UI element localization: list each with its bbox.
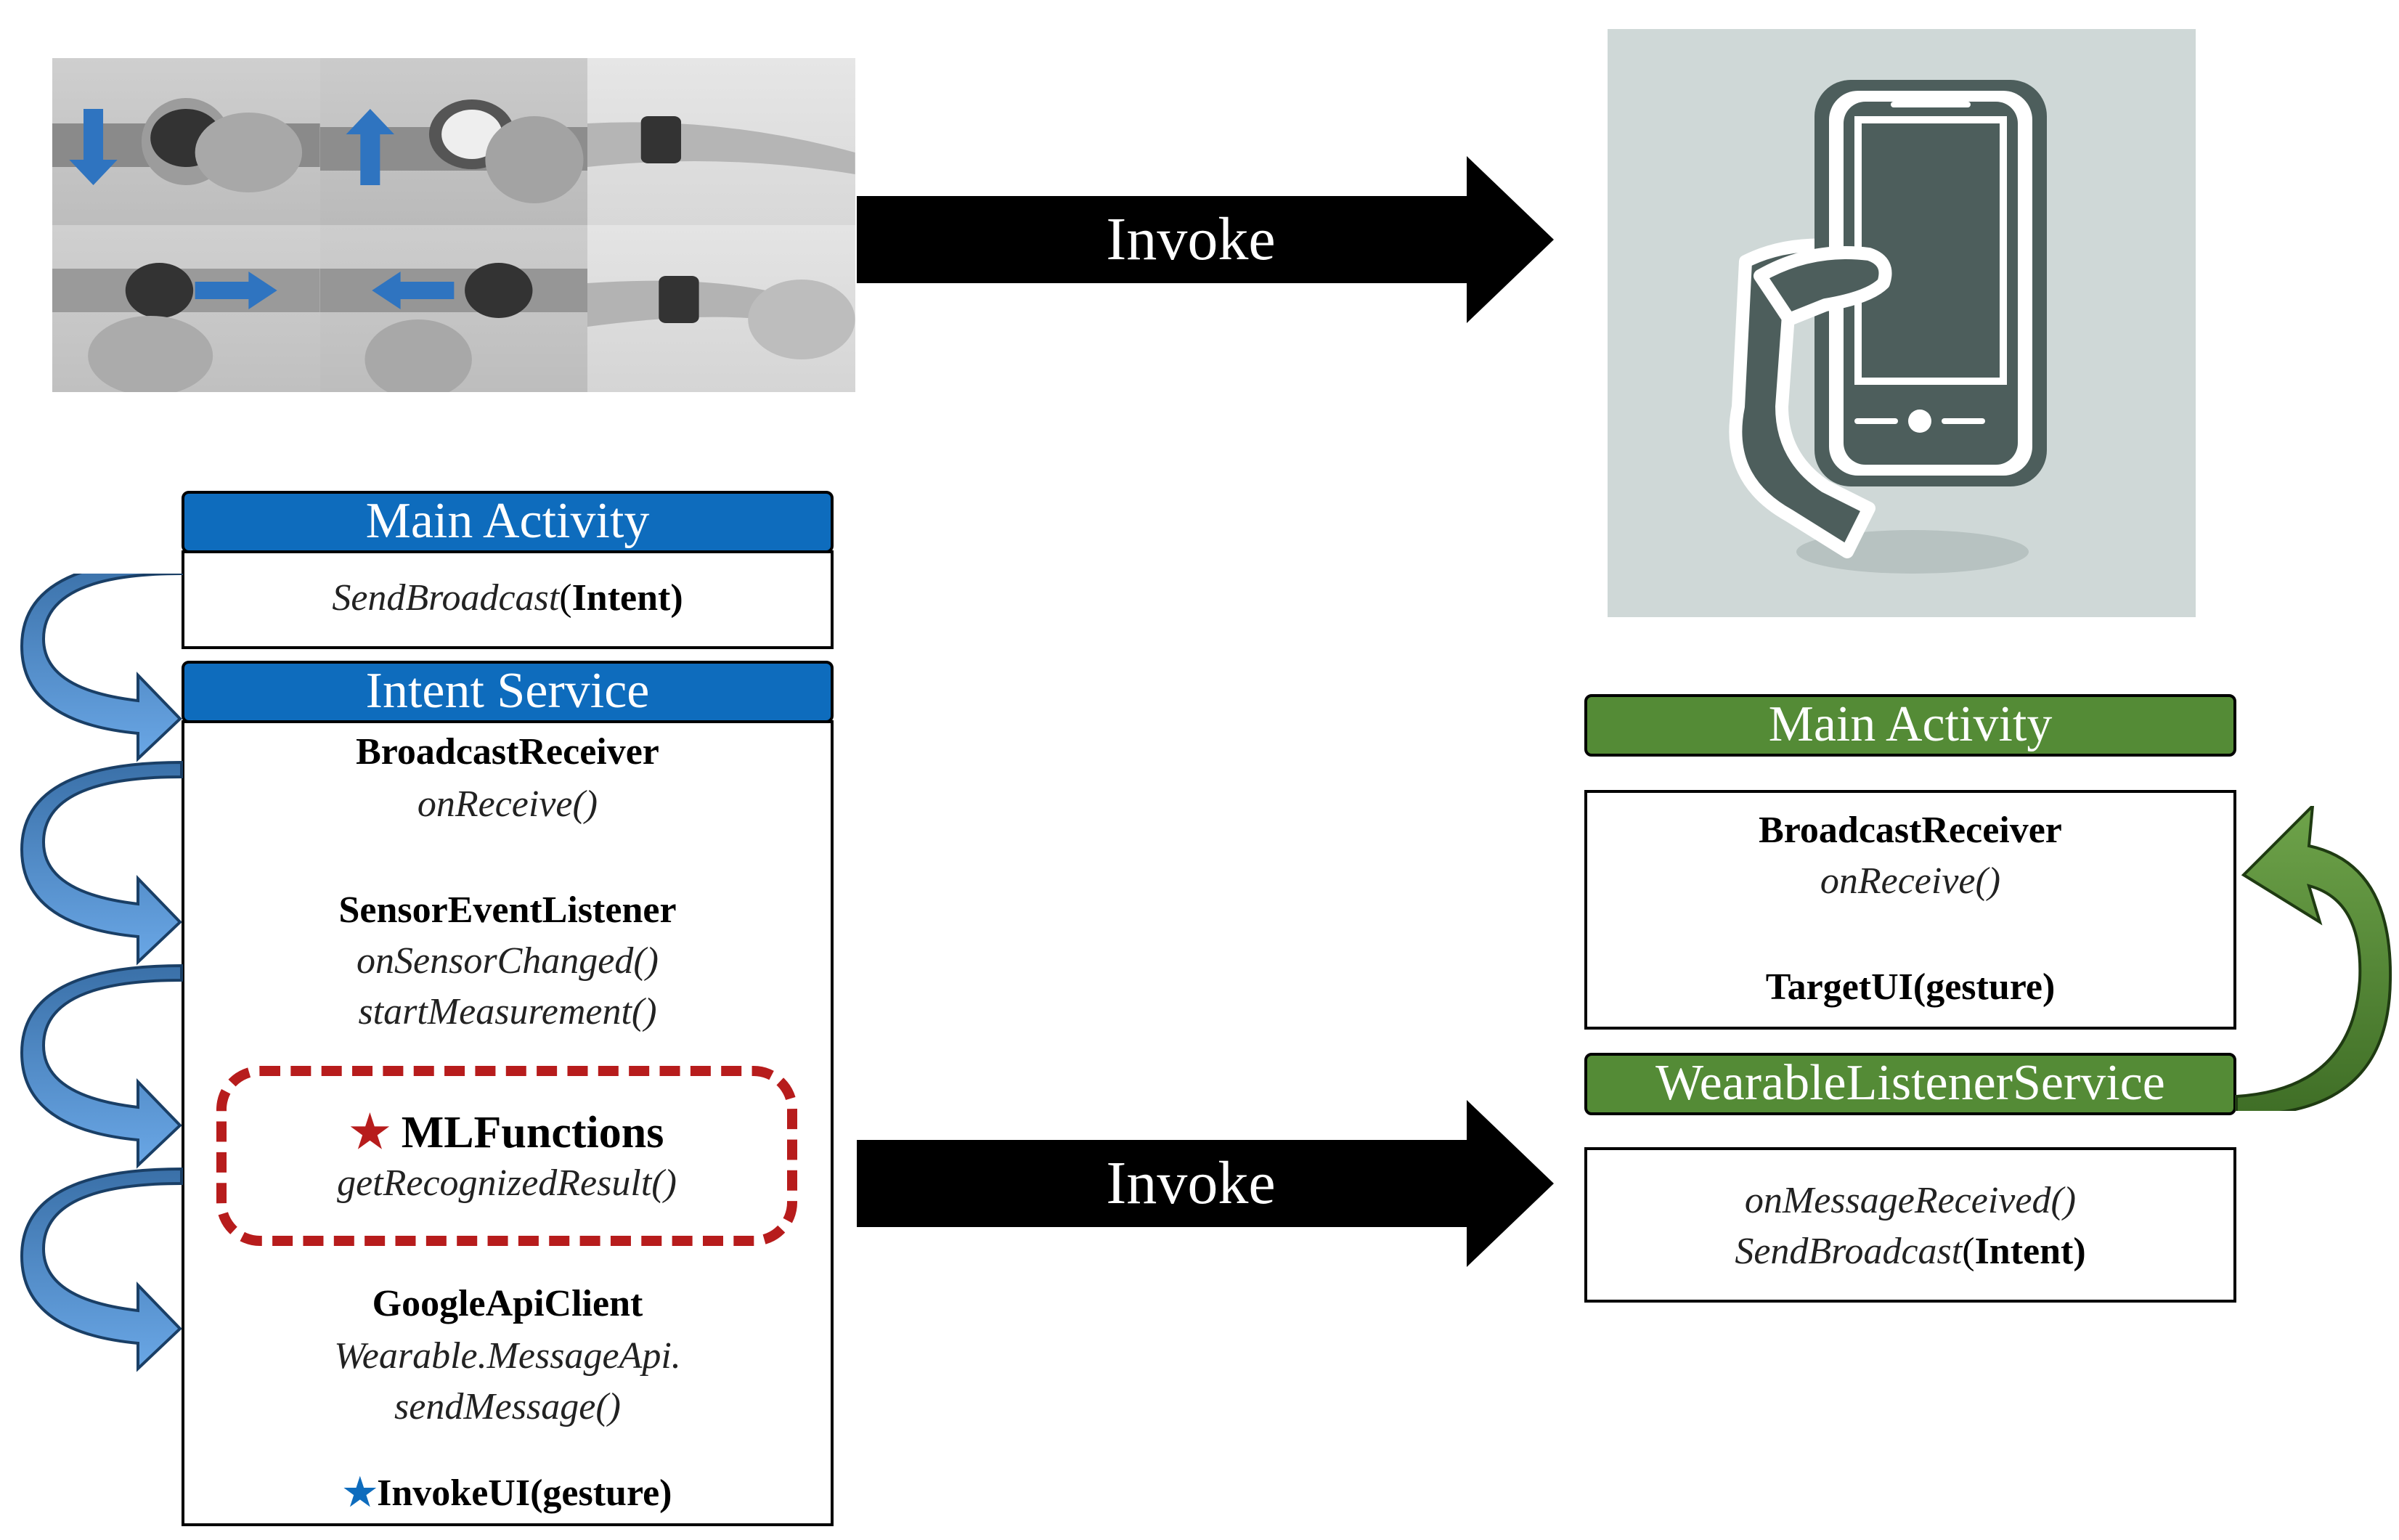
invoke-label-bottom: Invoke [1106, 1149, 1276, 1217]
curved-arrow-2 [20, 760, 183, 966]
phone-broadcast-receiver-label: BroadcastReceiver [1759, 810, 2062, 851]
gesture-wrist-flat [587, 58, 855, 225]
on-receive-label: onReceive() [417, 783, 598, 825]
curved-arrow-1 [20, 574, 183, 762]
gesture-swipe-right [52, 225, 320, 392]
broadcast-receiver-label: BroadcastReceiver [356, 731, 659, 773]
phone-send-broadcast: SendBroadcast(Intent) [1735, 1231, 2086, 1272]
on-sensor-changed-label: onSensorChanged() [357, 940, 659, 982]
watch-main-activity-header: Main Activity [182, 491, 834, 553]
listener-service-header: WearableListenerService [1584, 1053, 2236, 1115]
sensor-listener-label: SensorEventListener [338, 889, 677, 931]
watch-main-activity-title: Main Activity [365, 493, 650, 549]
invoke-ui-label: ★InvokeUI(gesture) [343, 1472, 672, 1514]
invoke-arrow-bottom [857, 1100, 1554, 1267]
on-message-received-label: onMessageReceived() [1744, 1180, 2077, 1221]
phone-flow-arrow [2235, 806, 2392, 1111]
phone-main-activity-header: Main Activity [1584, 694, 2236, 757]
gesture-photos [52, 58, 855, 392]
blue-star-icon: ★ [343, 1472, 378, 1514]
intent-service-title: Intent Service [365, 663, 650, 719]
phone-main-activity-title: Main Activity [1768, 696, 2053, 752]
gesture-swipe-down [52, 58, 320, 225]
target-ui-label: TargetUI(gesture) [1765, 966, 2056, 1008]
invoke-label-top: Invoke [1106, 205, 1276, 273]
watch-main-activity-box: SendBroadcast(Intent) [182, 550, 834, 649]
start-measurement-label: startMeasurement() [358, 991, 657, 1032]
send-message-label: sendMessage() [394, 1386, 621, 1427]
invoke-arrow-top [857, 156, 1554, 323]
message-api-label: Wearable.MessageApi. [334, 1335, 681, 1377]
gesture-swipe-left [319, 225, 588, 392]
intent-service-header: Intent Service [182, 661, 834, 723]
get-recognized-result-label: getRecognizedResult() [337, 1162, 677, 1204]
watch-flow-arrows [20, 574, 183, 1372]
google-api-label: GoogleApiClient [372, 1283, 643, 1324]
ml-functions-box: ★ MLFunctions getRecognizedResult() [216, 1066, 797, 1246]
curved-arrow-3 [20, 963, 183, 1169]
watch-send-broadcast: SendBroadcast(Intent) [332, 577, 683, 619]
listener-service-title: WearableListenerService [1655, 1055, 2165, 1111]
gesture-swipe-up [319, 58, 588, 225]
curved-arrow-4 [20, 1167, 183, 1372]
ml-functions-label: ★ MLFunctions [349, 1108, 664, 1157]
phone-illustration [1608, 29, 2196, 617]
listener-service-box: onMessageReceived() SendBroadcast(Intent… [1584, 1147, 2236, 1303]
phone-on-receive-label: onReceive() [1820, 860, 2001, 902]
gesture-fist [587, 225, 855, 392]
phone-main-activity-box: BroadcastReceiver onReceive() TargetUI(g… [1584, 790, 2236, 1030]
red-star-icon: ★ [349, 1108, 391, 1157]
